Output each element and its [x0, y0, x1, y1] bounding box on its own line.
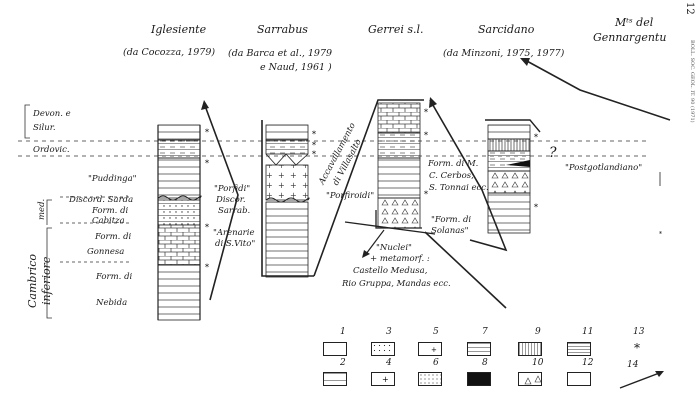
svg-text:*: * — [205, 223, 209, 232]
label-devon: Devon. e — [33, 109, 71, 119]
legend-num-12: 12 — [582, 358, 594, 368]
label-nuclei-2: + metamorf. : — [370, 254, 430, 264]
label-cerbos-2: C. Cerbos, — [429, 171, 474, 181]
label-nuclei-1: "Nuclei" — [376, 243, 412, 253]
legend-num-9: 9 — [535, 327, 541, 337]
label-cerbos-1: Form. di M. — [428, 159, 479, 169]
legend-num-6: 6 — [433, 358, 439, 368]
legend-star: * — [634, 341, 640, 355]
label-porfiroidi: "Porfiroidi" — [326, 191, 375, 201]
column-title-sarcidano: Sarcidano — [478, 23, 535, 36]
legend-num-8: 8 — [482, 358, 488, 368]
legend-num-14: 14 — [627, 360, 639, 370]
legend-num-5: 5 — [433, 327, 439, 337]
label-nebida-2: Nebida — [96, 298, 128, 308]
legend-num-3: 3 — [386, 327, 392, 337]
label-cabitza-2: Cabitza — [92, 216, 125, 226]
svg-text:*: * — [312, 141, 316, 150]
label-arenarie: "Arenarie — [213, 228, 255, 238]
svg-text:*: * — [534, 203, 538, 212]
legend-box-10 — [518, 372, 542, 386]
label-cabitza-1: Form. di — [92, 206, 129, 216]
label-svito: di S.Vito" — [215, 239, 256, 249]
legend-box-4 — [371, 372, 395, 386]
legend-box-9 — [518, 342, 542, 356]
column-gerrei: * * * — [377, 102, 428, 229]
svg-text:*: * — [424, 131, 428, 140]
svg-text:*: * — [205, 128, 209, 137]
column-ref-sarrabus-1: (da Barca et al., 1979 — [228, 48, 333, 59]
label-postgotlandiano: "Postgotlandiano" — [565, 163, 643, 173]
legend-box-11 — [567, 342, 591, 356]
svg-text:*: * — [312, 150, 316, 159]
svg-text:*: * — [205, 263, 209, 272]
svg-text:*: * — [534, 133, 538, 142]
legend-box-12 — [567, 372, 591, 386]
legend-box-7 — [467, 342, 491, 356]
legend-num-7: 7 — [482, 327, 488, 337]
svg-text:*: * — [424, 108, 428, 117]
label-puddinga: "Puddinga" — [88, 174, 137, 184]
column-sarrabus: * * * — [265, 124, 316, 278]
column-ref-sarcidano: (da Minzoni, 1975, 1977) — [443, 48, 565, 59]
label-question: ? — [549, 145, 557, 161]
legend-num-13: 13 — [633, 327, 645, 337]
column-title-gerrei: Gerrei s.l. — [368, 23, 424, 36]
column-title-sarrabus: Sarrabus — [257, 23, 308, 36]
label-nuclei-4: Rio Gruppa, Mandas ecc. — [342, 279, 451, 289]
legend-box-5 — [418, 342, 442, 356]
label-solanas-1: "Form. di — [431, 215, 472, 225]
legend-num-2: 2 — [340, 358, 346, 368]
label-gonnesa-2: Gonnesa — [87, 247, 125, 257]
legend-box-2 — [323, 372, 347, 386]
legend-num-1: 1 — [340, 327, 346, 337]
label-nuclei-3: Castello Medusa, — [353, 266, 428, 276]
label-cerbos-3: S. Tonnai ecc. — [429, 183, 489, 193]
label-solanas-2: Solanas" — [431, 226, 469, 236]
label-nebida-1: Form. di — [96, 272, 133, 282]
legend-num-10: 10 — [532, 358, 544, 368]
column-sarcidano: * * — [487, 124, 538, 234]
legend-num-11: 11 — [582, 327, 594, 337]
column-title-gennargentu-1: Mᵗˢ del — [615, 16, 654, 29]
svg-text:*: * — [659, 231, 662, 238]
label-silur: Silur. — [33, 123, 56, 133]
svg-text:*: * — [424, 190, 428, 199]
column-ref-iglesiente: (da Cocozza, 1979) — [123, 47, 216, 58]
label-ordovic: Ordovic. — [33, 145, 70, 155]
column-ref-sarrabus-2: e Naud, 1961 ) — [260, 62, 332, 73]
label-gonnesa-1: Form. di — [95, 232, 132, 242]
legend-box-6 — [418, 372, 442, 386]
column-title-iglesiente: Iglesiente — [151, 23, 207, 36]
legend-box-1 — [323, 342, 347, 356]
svg-text:*: * — [312, 130, 316, 139]
label-discord-sarda: Discord. Sarda — [69, 195, 134, 205]
column-title-gennargentu-2: Gennargentu — [593, 31, 667, 44]
legend-box-8 — [467, 372, 491, 386]
legend-num-4: 4 — [386, 358, 392, 368]
legend-box-3 — [371, 342, 395, 356]
label-discor: Discor. — [216, 195, 246, 205]
label-porfidi: "Porfidi" — [214, 184, 251, 194]
column-iglesiente: * * * * — [157, 124, 209, 321]
svg-text:*: * — [205, 159, 209, 168]
